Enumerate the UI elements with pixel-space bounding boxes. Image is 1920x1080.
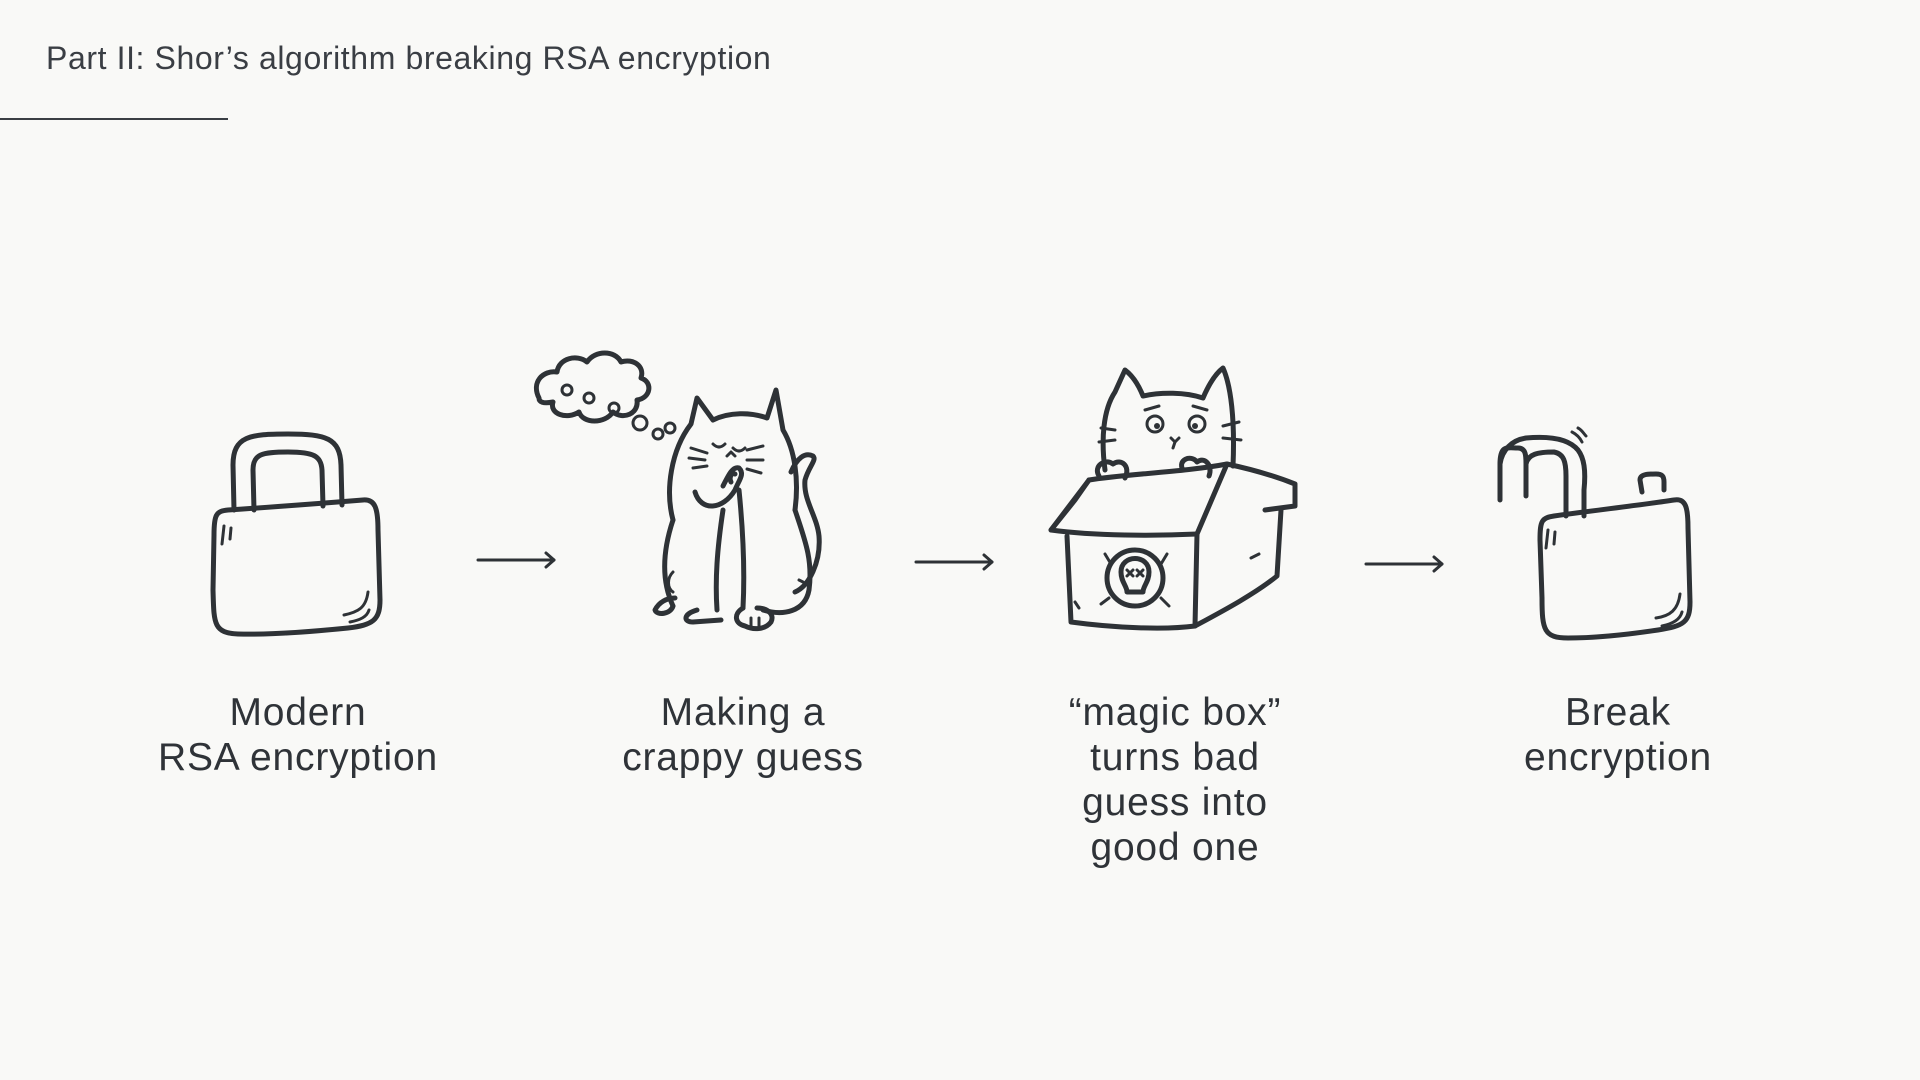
step-caption: Modern RSA encryption [88, 690, 508, 780]
caption-line: turns bad [1090, 736, 1260, 779]
right-arrow-icon [1364, 554, 1446, 574]
step-caption: “magic box” turns bad guess into good on… [965, 690, 1385, 870]
step-caption: Making a crappy guess [533, 690, 953, 780]
right-arrow-icon [476, 550, 558, 570]
title-underline [0, 118, 228, 120]
caption-line: RSA encryption [157, 736, 438, 779]
caption-line: good one [1090, 826, 1260, 869]
unlocked-padlock-icon [1408, 340, 1828, 680]
slide-title: Part II: Shor’s algorithm breaking RSA e… [46, 40, 772, 76]
right-arrow-icon [914, 552, 996, 572]
thinking-cat-icon [533, 340, 953, 680]
caption-line: encryption [1524, 736, 1712, 779]
caption-line: crappy guess [622, 736, 864, 779]
caption-line: Modern [229, 691, 367, 734]
step-caption: Break encryption [1408, 690, 1828, 780]
locked-padlock-icon [88, 340, 508, 680]
caption-line: Making a [660, 691, 826, 734]
caption-line: guess into [1082, 781, 1268, 824]
caption-line: “magic box” [1068, 691, 1282, 734]
cat-in-box-icon [965, 340, 1385, 680]
caption-line: Break [1565, 691, 1671, 734]
